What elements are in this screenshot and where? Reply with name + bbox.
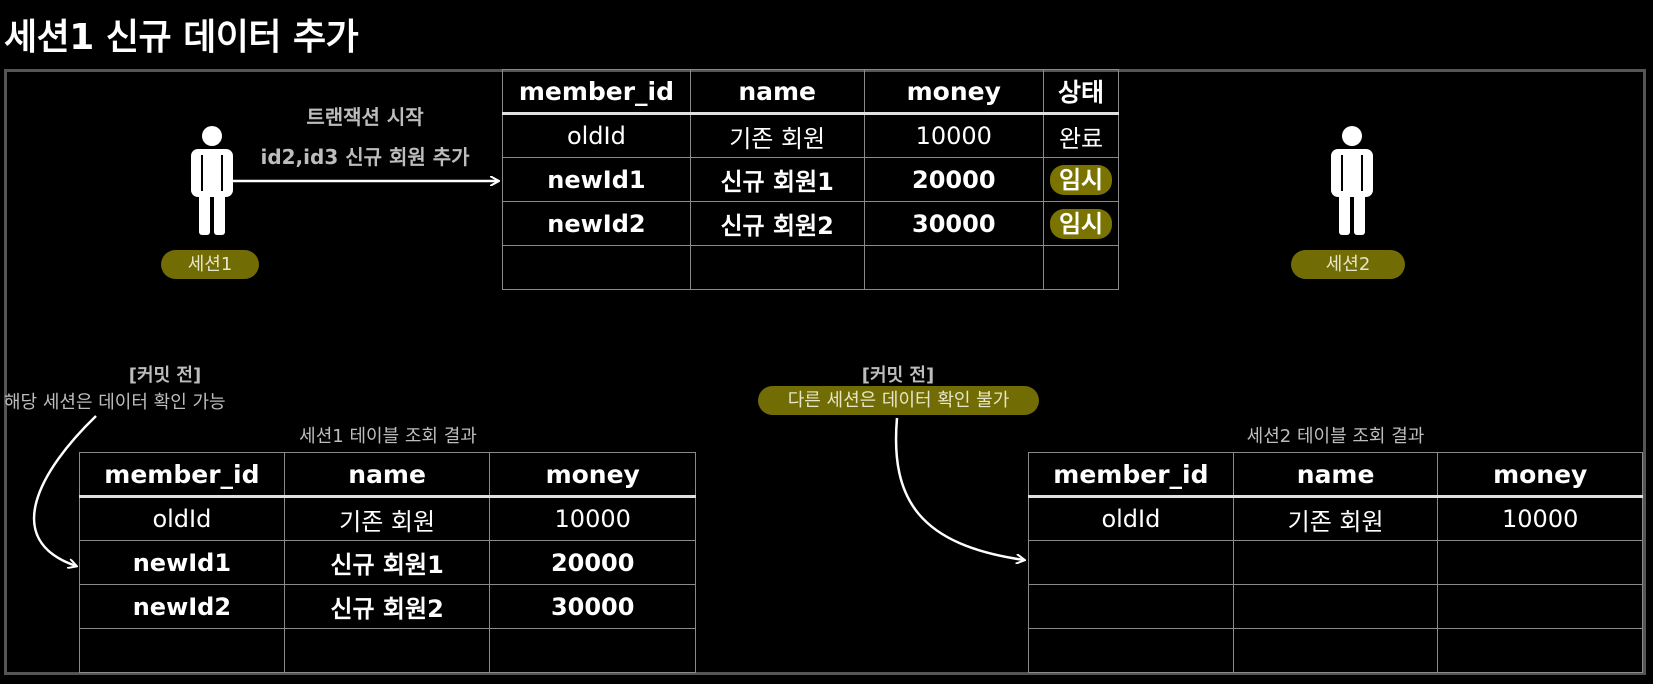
table-cell: 20000 xyxy=(863,157,1045,202)
table-cell: 20000 xyxy=(489,540,696,585)
table-cell xyxy=(1028,540,1234,585)
table-cell: newId2 xyxy=(502,201,691,246)
table-header: member_id name money xyxy=(79,452,696,498)
right-curved-arrow xyxy=(894,417,1024,560)
table-cell: 10000 xyxy=(1437,496,1643,541)
header-cell: money xyxy=(489,452,696,498)
session1-result-table: member_id name money oldId 기존 회원 10000 n… xyxy=(79,452,696,673)
table-cell: 30000 xyxy=(863,201,1045,246)
session2-result-caption: 세션2 테이블 조회 결과 xyxy=(1246,426,1425,447)
table-cell: 신규 회원1 xyxy=(283,540,491,585)
table-cell: newId2 xyxy=(79,584,285,629)
left-note-title: [커밋 전] xyxy=(128,365,202,386)
table-cell xyxy=(1437,628,1643,673)
right-note-badge: 다른 세션은 데이터 확인 불가 xyxy=(758,386,1039,415)
table-row: newId2 신규 회원2 30000 xyxy=(79,584,696,629)
table-cell: oldId xyxy=(79,496,285,541)
table-cell: 10000 xyxy=(863,113,1045,158)
table-cell: 기존 회원 xyxy=(283,496,491,541)
header-cell: 상태 xyxy=(1043,69,1119,115)
table-row xyxy=(502,245,1119,290)
main-table-header: member_id name money 상태 xyxy=(502,69,1119,115)
transaction-start-label: 트랜잭션 시작 xyxy=(306,105,424,129)
status-cell: 임시 xyxy=(1043,157,1119,202)
table-cell xyxy=(283,628,491,673)
table-row: newId1 신규 회원1 20000 임시 xyxy=(502,157,1119,202)
left-curved-arrow xyxy=(32,415,97,566)
table-cell xyxy=(489,628,696,673)
session2-badge: 세션2 xyxy=(1291,250,1405,279)
session1-person-icon xyxy=(191,126,233,235)
table-cell: 10000 xyxy=(489,496,696,541)
table-cell: 기존 회원 xyxy=(1232,496,1439,541)
table-cell: 30000 xyxy=(489,584,696,629)
session1-badge: 세션1 xyxy=(161,250,259,279)
header-cell: money xyxy=(1437,452,1643,498)
table-header: member_id name money xyxy=(1028,452,1643,498)
table-row: oldId 기존 회원 10000 완료 xyxy=(502,113,1119,158)
header-cell: member_id xyxy=(1028,452,1234,498)
table-row xyxy=(1028,584,1643,629)
table-cell xyxy=(1437,540,1643,585)
table-cell: oldId xyxy=(502,113,691,158)
left-note-text: 해당 세션은 데이터 확인 가능 xyxy=(4,392,226,413)
header-cell: member_id xyxy=(502,69,691,115)
header-cell: money xyxy=(863,69,1045,115)
table-row: newId1 신규 회원1 20000 xyxy=(79,540,696,585)
table-cell xyxy=(1028,628,1234,673)
table-cell xyxy=(863,245,1045,290)
right-note-title: [커밋 전] xyxy=(861,365,935,386)
table-cell xyxy=(1437,584,1643,629)
session2-person-icon xyxy=(1331,126,1373,235)
header-cell: member_id xyxy=(79,452,285,498)
main-table: member_id name money 상태 oldId 기존 회원 1000… xyxy=(502,69,1119,290)
table-cell xyxy=(502,245,691,290)
table-cell: 신규 회원2 xyxy=(689,201,865,246)
table-row: oldId 기존 회원 10000 xyxy=(1028,496,1643,541)
table-cell xyxy=(79,628,285,673)
session2-result-table: member_id name money oldId 기존 회원 10000 xyxy=(1028,452,1643,673)
table-row: oldId 기존 회원 10000 xyxy=(79,496,696,541)
table-row: newId2 신규 회원2 30000 임시 xyxy=(502,201,1119,246)
page-title: 세션1 신규 데이터 추가 xyxy=(4,17,359,58)
header-cell: name xyxy=(689,69,865,115)
session1-result-caption: 세션1 테이블 조회 결과 xyxy=(299,426,477,447)
table-cell: 신규 회원1 xyxy=(689,157,865,202)
table-cell: newId1 xyxy=(79,540,285,585)
table-row xyxy=(1028,628,1643,673)
table-cell: 신규 회원2 xyxy=(283,584,491,629)
table-cell xyxy=(1028,584,1234,629)
table-row xyxy=(79,628,696,673)
table-cell: 기존 회원 xyxy=(689,113,865,158)
table-cell xyxy=(1232,584,1439,629)
table-cell: newId1 xyxy=(502,157,691,202)
status-badge: 임시 xyxy=(1049,164,1113,195)
table-cell xyxy=(689,245,865,290)
table-row xyxy=(1028,540,1643,585)
header-cell: name xyxy=(1232,452,1439,498)
table-cell xyxy=(1232,628,1439,673)
add-members-label: id2,id3 신규 회원 추가 xyxy=(260,145,470,169)
table-cell xyxy=(1043,245,1119,290)
status-cell: 임시 xyxy=(1043,201,1119,246)
header-cell: name xyxy=(283,452,491,498)
table-cell xyxy=(1232,540,1439,585)
status-cell: 완료 xyxy=(1043,113,1119,158)
table-cell: oldId xyxy=(1028,496,1234,541)
status-badge: 임시 xyxy=(1049,208,1113,239)
